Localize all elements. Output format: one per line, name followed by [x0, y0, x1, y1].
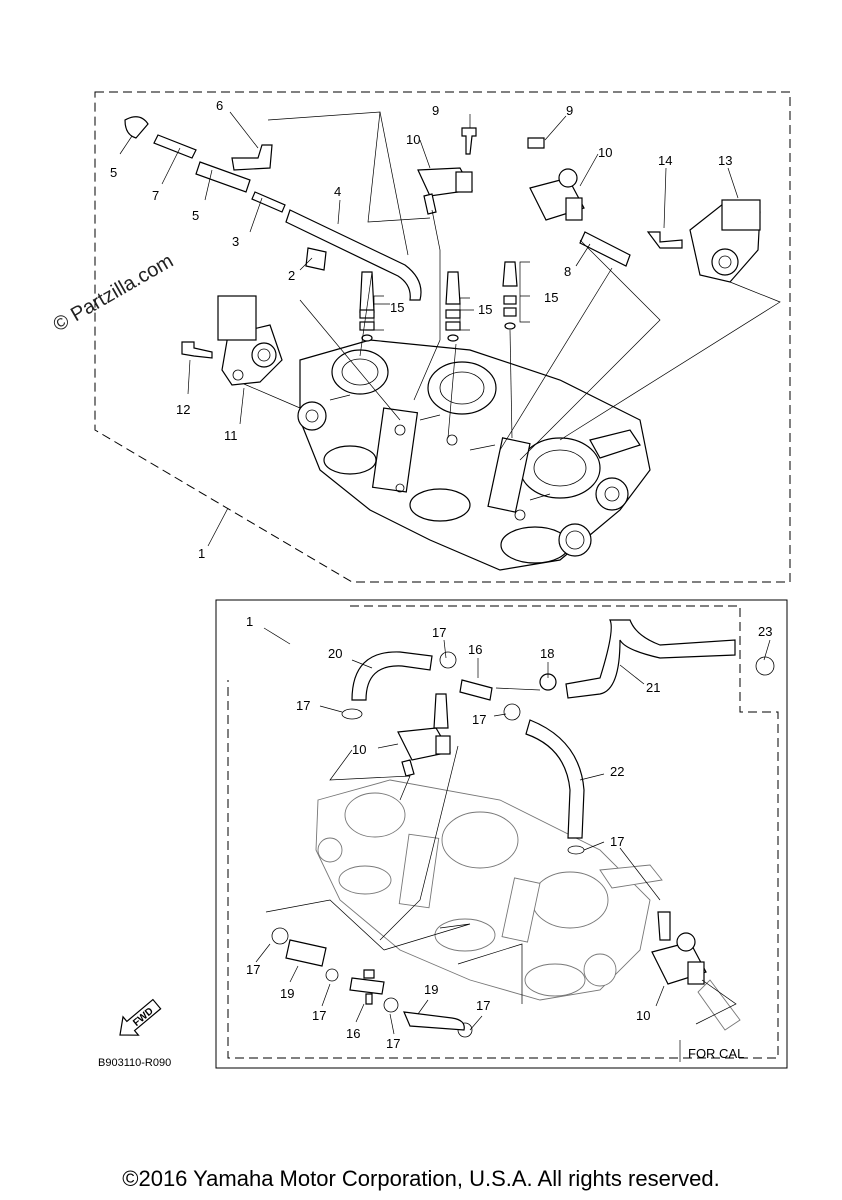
clamp-17-g	[383, 997, 399, 1013]
hose-19-right	[403, 1011, 465, 1031]
callout-17-b: 17	[296, 698, 310, 713]
callout-14: 14	[658, 153, 672, 168]
callout-21: 21	[646, 680, 660, 695]
callout-17-d: 17	[610, 834, 624, 849]
sensor-10-top-right	[529, 168, 585, 221]
callout-2: 2	[288, 268, 295, 283]
callout-10-left: 10	[406, 132, 420, 147]
callout-17-f: 17	[476, 998, 490, 1013]
top-assembly-section: © Partzilla.com	[50, 91, 791, 583]
diagram-reference-code: B903110-R090	[98, 1057, 171, 1069]
callout-1-bottom: 1	[246, 614, 253, 629]
hose-19-left	[285, 939, 327, 967]
callout-16-lower: 16	[346, 1026, 360, 1041]
joint-16-lower	[349, 969, 385, 1005]
throttle-body-assembly-top	[297, 339, 651, 571]
screw-12	[181, 341, 213, 359]
joint-7	[153, 134, 197, 159]
callout-7: 7	[152, 188, 159, 203]
clamp-17-f	[325, 968, 339, 982]
fwd-arrow-icon: FWD	[119, 998, 162, 1036]
bottom-leader-lines	[255, 627, 771, 1035]
bottom-assembly-boundary	[227, 605, 779, 1059]
sensor-10-bottom-lower	[651, 911, 741, 1031]
callout-15-mid: 15	[478, 302, 492, 317]
callout-5-upper: 5	[110, 165, 117, 180]
hose-5-upper	[124, 116, 149, 139]
callout-9-left: 9	[432, 103, 439, 118]
hose-22	[525, 719, 585, 839]
callout-17-c: 17	[472, 712, 486, 727]
callout-5-lower: 5	[192, 208, 199, 223]
callout-17-h: 17	[386, 1036, 400, 1051]
callout-20: 20	[328, 646, 342, 661]
for-cal-label: FOR CAL	[688, 1046, 744, 1061]
callout-23: 23	[758, 624, 772, 639]
callout-10-bottom-upper: 10	[352, 742, 366, 757]
top-callout-labels: 6 9 9 10 10 14 13 5 7 4 5 3 2 8 15 15 15…	[110, 98, 732, 561]
clamp-17-c	[503, 703, 521, 721]
hose-20	[351, 651, 433, 701]
callout-6: 6	[216, 98, 223, 113]
hose-21	[565, 619, 736, 699]
screw-14	[646, 231, 683, 249]
callout-12: 12	[176, 402, 190, 417]
hose-5-lower	[195, 161, 251, 193]
callout-11: 11	[224, 428, 238, 443]
callout-10-right: 10	[598, 145, 612, 160]
cap-2	[305, 247, 327, 271]
callout-16-upper: 16	[468, 642, 482, 657]
sensor-11	[217, 295, 283, 386]
sensor-10-top-left	[417, 167, 473, 215]
hose-6	[231, 144, 273, 171]
joint-16-upper	[459, 679, 493, 701]
bottom-callout-labels: 1 17 23 20 16 18 21 17 17 10 22 17 17 19…	[246, 614, 772, 1051]
copyright-notice: ©2016 Yamaha Motor Corporation, U.S.A. A…	[122, 1166, 719, 1191]
sensor-10-bottom-upper	[397, 693, 451, 777]
callout-8: 8	[564, 264, 571, 279]
callout-13: 13	[718, 153, 732, 168]
callout-9-right: 9	[566, 103, 573, 118]
callout-18: 18	[540, 646, 554, 661]
callout-1-top: 1	[198, 546, 205, 561]
callout-19-left: 19	[280, 986, 294, 1001]
top-leader-lines	[119, 111, 781, 547]
clip-18	[539, 673, 557, 691]
watermark-text: © Partzilla.com	[50, 250, 178, 336]
callout-3: 3	[232, 234, 239, 249]
sensor-13	[689, 199, 761, 283]
bottom-assembly-section: 1 17 23 20 16 18 21 17 17 10 22 17 17 19…	[215, 599, 788, 1069]
callout-10-bottom-lower: 10	[636, 1008, 650, 1023]
clamp-17-a	[439, 651, 457, 669]
bolt-9-right	[527, 137, 545, 149]
clamp-17-b	[341, 708, 363, 720]
screw-set-15	[359, 261, 518, 342]
callout-17-e: 17	[246, 962, 260, 977]
joint-3	[251, 191, 286, 213]
hose-8	[579, 231, 631, 267]
throttle-body-assembly-bottom	[315, 779, 663, 1001]
callout-19-right: 19	[424, 982, 438, 997]
bolt-9-left	[461, 127, 477, 155]
callout-15-left: 15	[390, 300, 404, 315]
callout-17-a: 17	[432, 625, 446, 640]
clamp-17-e	[271, 927, 289, 945]
callout-4: 4	[334, 184, 341, 199]
top-assembly-boundary	[94, 91, 791, 583]
callout-15-right: 15	[544, 290, 558, 305]
bottom-section-frame	[215, 599, 788, 1069]
hose-4	[285, 209, 422, 301]
callout-22: 22	[610, 764, 624, 779]
clamp-23	[755, 656, 775, 676]
callout-17-g: 17	[312, 1008, 326, 1023]
